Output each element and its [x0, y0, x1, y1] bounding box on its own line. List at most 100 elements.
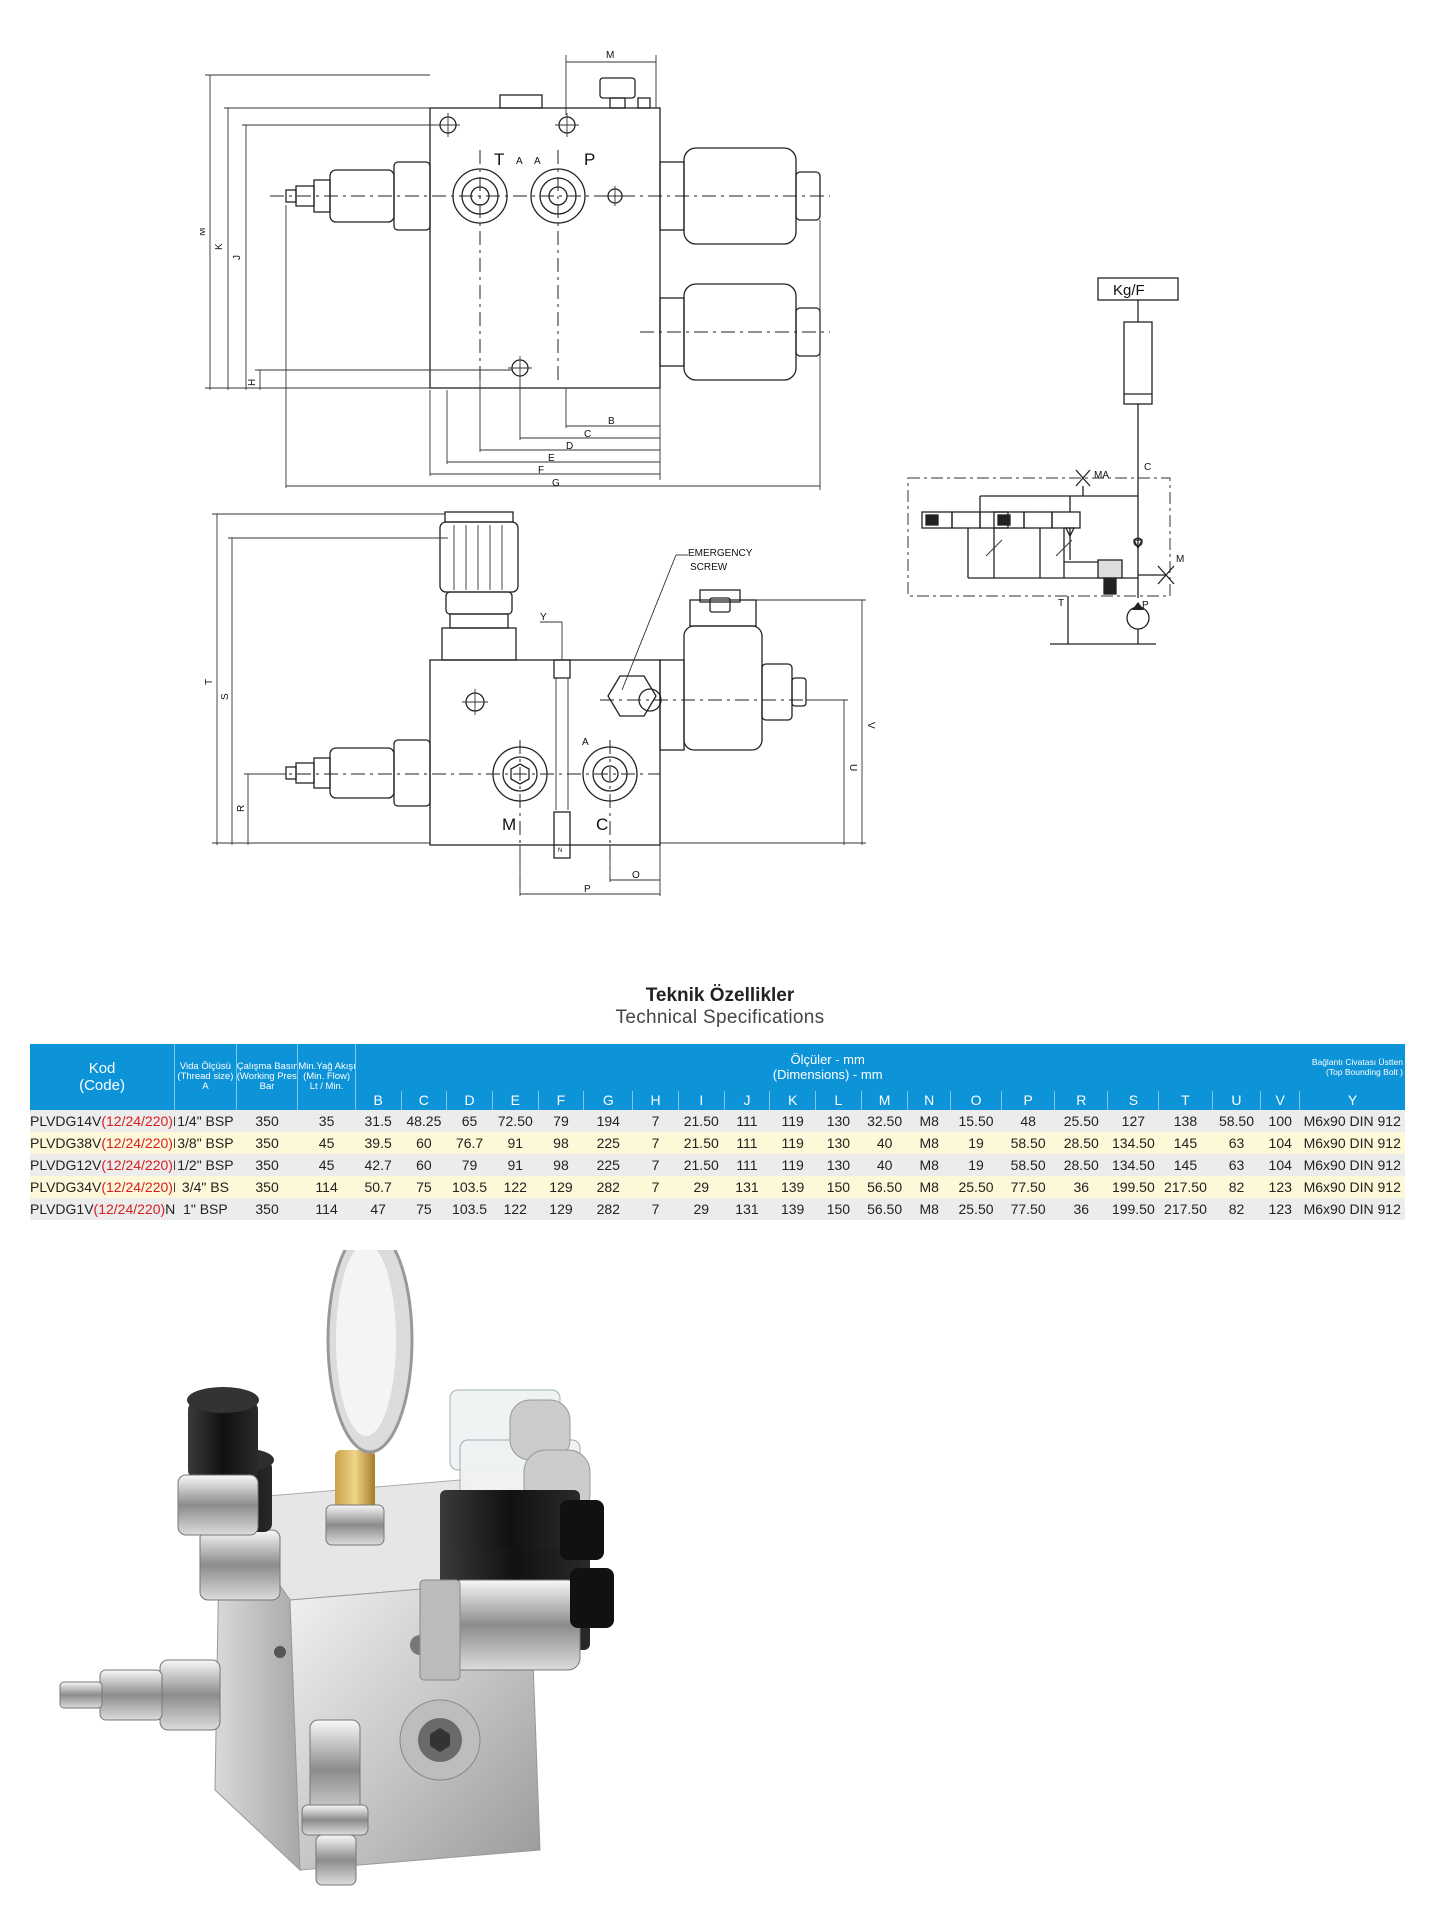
- dim-letter: H: [632, 1090, 679, 1110]
- table-cell: 82: [1212, 1176, 1261, 1198]
- header-vida-label: Vida Ölçüsü: [179, 1061, 231, 1072]
- table-cell: 63: [1212, 1154, 1261, 1176]
- schematic-label-t: T: [1058, 598, 1064, 609]
- table-cell: 58.50: [1001, 1132, 1055, 1154]
- code-voltage: (12/24/220): [101, 1179, 173, 1195]
- header-calisma: Çalışma Basıncı (Working Pressure) Bar: [235, 1044, 298, 1110]
- table-cell: 58.50: [1212, 1110, 1261, 1132]
- dim-label-g: G: [552, 478, 560, 489]
- code-voltage: (12/24/220): [101, 1157, 173, 1173]
- table-cell: 77.50: [1001, 1176, 1055, 1198]
- dim-letter: U: [1211, 1090, 1261, 1110]
- dim-label-e: E: [548, 453, 555, 464]
- table-cell: 130: [815, 1154, 862, 1176]
- schematic-label-m: M: [1176, 554, 1184, 565]
- spec-title-en: Technical Specifications: [615, 1007, 825, 1028]
- table-cell: M6x90 DIN 912: [1299, 1198, 1405, 1220]
- dim-label-d: D: [566, 441, 573, 452]
- table-cell: 111: [724, 1132, 770, 1154]
- dim-letter: O: [949, 1090, 1002, 1110]
- table-cell: 127: [1107, 1110, 1159, 1132]
- emergency-label-1: EMERGENCY: [688, 548, 753, 559]
- table-cell: 1/4" BSP: [174, 1110, 237, 1132]
- dim-letter: G: [583, 1090, 633, 1110]
- header-calisma-unit: Bar: [259, 1081, 275, 1092]
- table-cell: 98: [538, 1154, 584, 1176]
- table-row: PLVDG14V(12/24/220)N1/4" BSP3503531.548.…: [30, 1110, 1405, 1132]
- dim-label-c: C: [584, 429, 591, 440]
- valve-block-photo: [59, 1250, 614, 1886]
- table-cell: 42.7: [355, 1154, 401, 1176]
- code-voltage: (12/24/220): [101, 1113, 173, 1129]
- table-cell: M8: [907, 1154, 951, 1176]
- table-cell: 19: [950, 1132, 1002, 1154]
- table-cell: M8: [907, 1198, 951, 1220]
- table-cell: 15.50: [950, 1110, 1002, 1132]
- dim-label-p-front: P: [584, 884, 591, 895]
- schematic-label-c: C: [1144, 462, 1151, 473]
- port-label-a2: A: [534, 156, 541, 167]
- dim-label-n: N: [558, 848, 562, 854]
- header-kod-label: Kod: [88, 1060, 116, 1077]
- table-cell: M8: [907, 1110, 951, 1132]
- code-suffix: N: [173, 1157, 175, 1173]
- dim-label-r: R: [236, 805, 247, 812]
- dim-letter: R: [1054, 1090, 1108, 1110]
- header-vida-en: (Thread size): [177, 1071, 234, 1082]
- port-label-c: C: [596, 815, 608, 834]
- table-cell: 130: [815, 1110, 862, 1132]
- header-baglanti-label: Bağlantı Civatası Üstten: [1311, 1057, 1403, 1068]
- table-cell: 47: [355, 1198, 401, 1220]
- dim-letter: C: [400, 1090, 447, 1110]
- table-cell: 103.5: [446, 1198, 493, 1220]
- table-cell: M8: [907, 1132, 951, 1154]
- dim-label-y: Y: [540, 612, 547, 623]
- table-cell: 65: [446, 1110, 493, 1132]
- port-label-m: M: [502, 815, 516, 834]
- table-cell: 45: [297, 1132, 356, 1154]
- table-cell: 25.50: [1054, 1110, 1108, 1132]
- table-cell: 119: [769, 1154, 816, 1176]
- table-cell: 79: [446, 1154, 493, 1176]
- port-label-t: T: [494, 150, 504, 169]
- table-cell: 131: [724, 1198, 770, 1220]
- dim-label-l: M: [200, 228, 208, 236]
- port-label-p: P: [584, 150, 595, 169]
- code-voltage: (12/24/220): [93, 1201, 166, 1217]
- code-voltage: (12/24/220): [101, 1135, 173, 1151]
- dim-letter: E: [491, 1090, 539, 1110]
- code-base: PLVDG1V: [30, 1201, 94, 1217]
- table-cell: M6x90 DIN 912: [1299, 1132, 1405, 1154]
- table-cell: 350: [236, 1154, 298, 1176]
- table-cell: 25.50: [950, 1176, 1002, 1198]
- table-cell: 72.50: [492, 1110, 539, 1132]
- code-suffix: N: [173, 1135, 175, 1151]
- table-cell: 3/4" BS: [174, 1176, 237, 1198]
- dim-letter: J: [723, 1090, 770, 1110]
- table-cell: 77.50: [1001, 1198, 1055, 1220]
- spec-title-block: Teknik Özellikler Technical Specificatio…: [0, 985, 1440, 1029]
- emergency-label-2: SCREW: [690, 562, 728, 573]
- table-cell: 194: [583, 1110, 633, 1132]
- header-akis-en: (Min. Flow): [303, 1071, 351, 1082]
- table-cell: 98: [538, 1132, 584, 1154]
- table-cell: 119: [769, 1110, 816, 1132]
- table-cell: 150: [815, 1176, 862, 1198]
- header-calisma-en: (Working Pressure): [236, 1071, 298, 1082]
- port-label-a-front: A: [582, 737, 589, 748]
- product-code-cell: PLVDG34V(12/24/220)N: [30, 1176, 175, 1198]
- hydraulic-schematic: Kg/F MA C M T P: [907, 277, 1184, 645]
- dim-letter: F: [537, 1090, 584, 1110]
- header-kod: Kod (Code): [30, 1044, 175, 1110]
- table-cell: 122: [492, 1176, 539, 1198]
- table-cell: 123: [1260, 1176, 1300, 1198]
- dim-label-v: V: [865, 722, 876, 729]
- table-cell: 56.50: [861, 1198, 908, 1220]
- table-cell: 134.50: [1107, 1132, 1159, 1154]
- table-cell: 75: [401, 1198, 447, 1220]
- dim-letter: Y: [1299, 1090, 1405, 1110]
- table-cell: 25.50: [950, 1198, 1002, 1220]
- code-base: PLVDG38V: [30, 1135, 102, 1151]
- table-cell: 150: [815, 1198, 862, 1220]
- table-cell: 7: [632, 1154, 679, 1176]
